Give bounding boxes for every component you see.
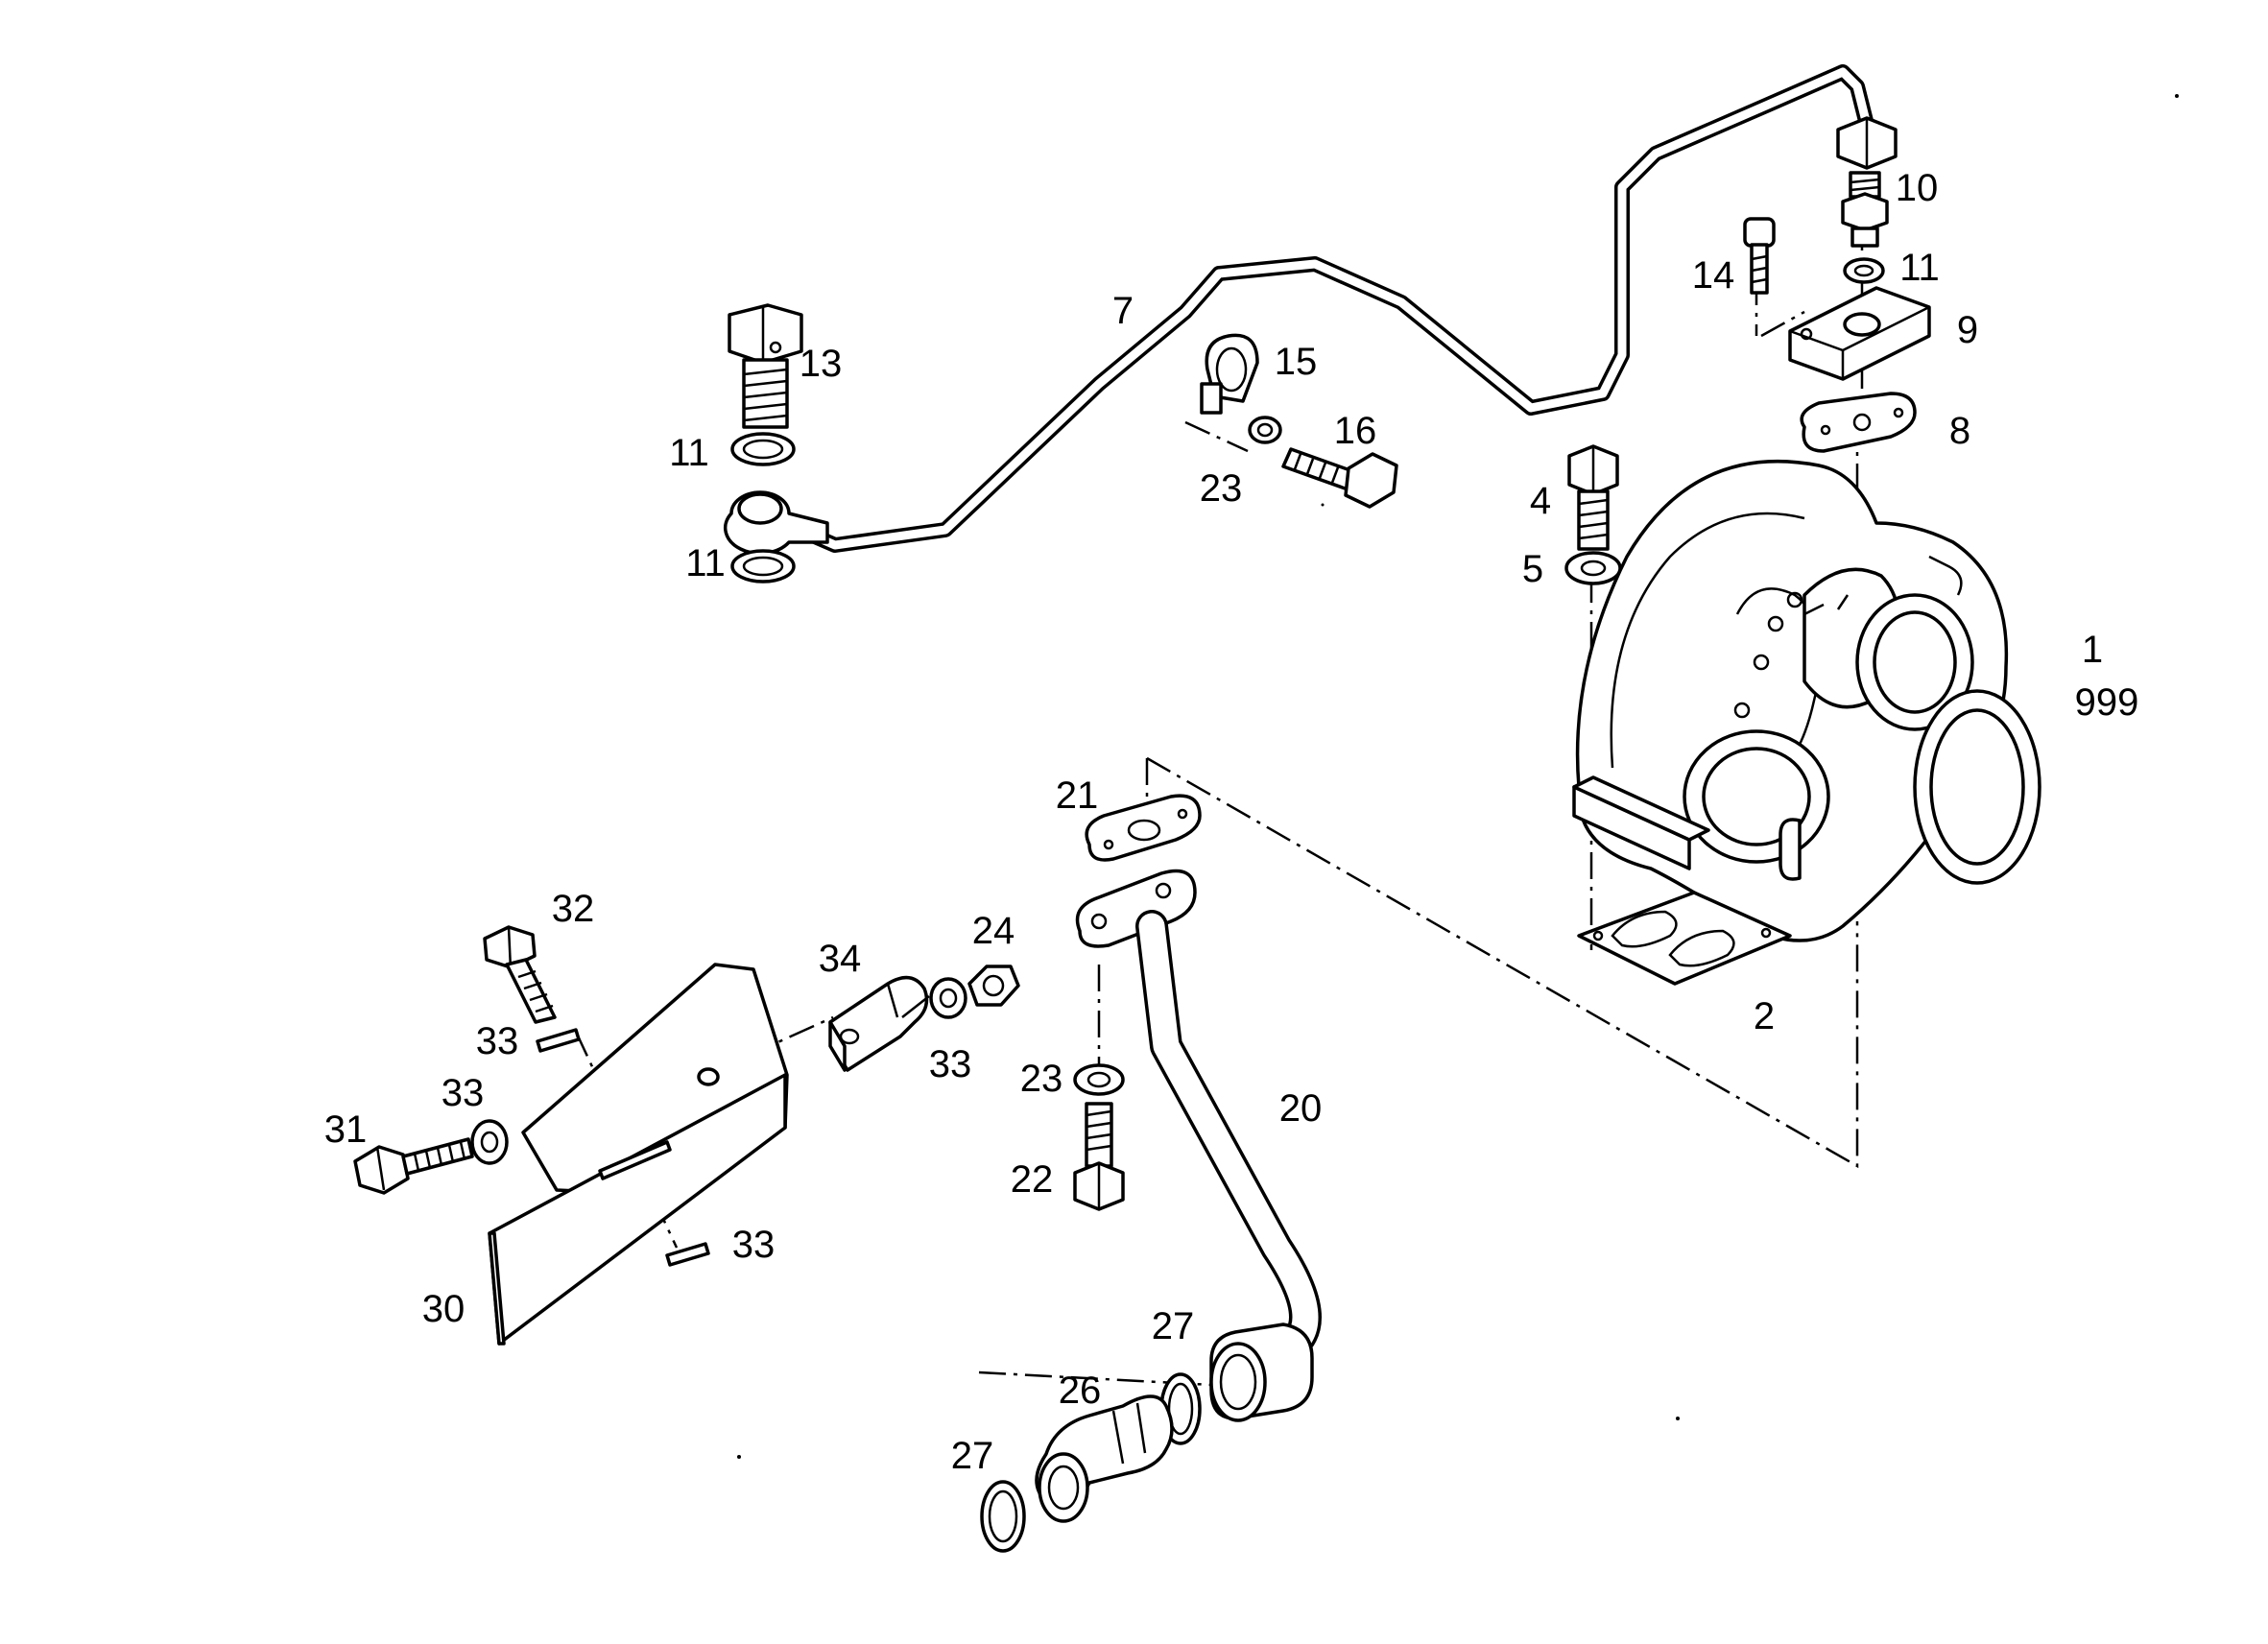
label-7: 7 — [1112, 290, 1134, 332]
shield-bracket — [828, 975, 930, 1072]
label-24: 24 — [972, 910, 1015, 952]
drain-flange — [1075, 869, 1197, 948]
clip-bolt — [1281, 447, 1398, 509]
label-11-lower: 11 — [685, 542, 726, 584]
heat-shield — [488, 963, 789, 1346]
o-ring-lower — [980, 1480, 1026, 1553]
label-4: 4 — [1530, 480, 1551, 522]
flange-gasket — [1800, 392, 1917, 453]
oil-feed-pipe — [799, 64, 1874, 553]
banjo-fitting — [723, 490, 829, 556]
sealing-ring-flange — [1843, 257, 1885, 284]
label-8: 8 — [1949, 410, 1970, 452]
label-15: 15 — [1275, 341, 1318, 383]
label-20: 20 — [1279, 1087, 1323, 1130]
sealing-ring-upper — [730, 432, 796, 466]
drain-bolt — [1073, 1102, 1125, 1211]
scan-specks — [737, 94, 2179, 1459]
shield-washer — [470, 1119, 509, 1165]
label-10: 10 — [1896, 167, 1939, 209]
banjo-bolt — [728, 303, 803, 429]
sealing-ring-lower — [730, 549, 796, 584]
flange-screw — [1743, 217, 1776, 295]
label-21: 21 — [1056, 774, 1099, 817]
label-33-left: 33 — [442, 1072, 485, 1114]
label-27-lower: 27 — [951, 1435, 994, 1477]
label-13: 13 — [800, 343, 843, 385]
label-32: 32 — [552, 888, 595, 930]
drain-gasket — [1085, 794, 1202, 862]
drain-sleeve — [1209, 1322, 1314, 1422]
drain-connector — [1035, 1394, 1174, 1523]
exhaust-gasket — [1577, 891, 1792, 986]
turbocharger — [1572, 459, 2041, 942]
label-23-drain: 23 — [1020, 1058, 1063, 1100]
shield-bolt-top — [483, 925, 557, 1024]
bracket-washer — [929, 977, 967, 1019]
oil-drain-tube — [1135, 910, 1322, 1379]
union-fitting — [1841, 171, 1889, 248]
label-9: 9 — [1957, 309, 1978, 351]
label-16: 16 — [1334, 410, 1377, 452]
pipe-clip — [1200, 333, 1259, 415]
label-5: 5 — [1522, 548, 1543, 590]
pipe-nut — [1836, 116, 1898, 170]
label-2: 2 — [1754, 995, 1775, 1037]
label-23-clip: 23 — [1200, 467, 1243, 510]
washer — [1564, 551, 1622, 585]
oil-flange — [1788, 286, 1931, 381]
washer-clip — [1248, 416, 1282, 444]
label-26: 26 — [1059, 1370, 1102, 1412]
label-27-upper: 27 — [1152, 1305, 1195, 1347]
bracket-nut — [967, 965, 1020, 1007]
washer-drain — [1073, 1063, 1125, 1096]
callout-labels: 1 999 2 4 5 7 8 9 10 11 11 11 13 14 15 1… — [324, 167, 2139, 1477]
label-999: 999 — [2075, 681, 2139, 724]
mounting-bolt — [1567, 444, 1619, 551]
label-11-flange: 11 — [1899, 247, 1940, 289]
label-33-bracket: 33 — [929, 1043, 972, 1085]
spacer-bottom — [665, 1242, 710, 1267]
label-22: 22 — [1011, 1158, 1054, 1201]
label-33-top: 33 — [476, 1020, 519, 1062]
label-33-bottom: 33 — [732, 1224, 776, 1266]
shield-bolt-side — [353, 1137, 474, 1195]
label-31: 31 — [324, 1108, 368, 1151]
spacer-top — [536, 1028, 581, 1053]
label-1: 1 — [2082, 629, 2103, 671]
label-14: 14 — [1692, 254, 1735, 297]
label-34: 34 — [819, 938, 862, 980]
label-30: 30 — [422, 1288, 466, 1330]
spacer-middle — [598, 1140, 672, 1180]
label-11-upper: 11 — [669, 432, 709, 474]
